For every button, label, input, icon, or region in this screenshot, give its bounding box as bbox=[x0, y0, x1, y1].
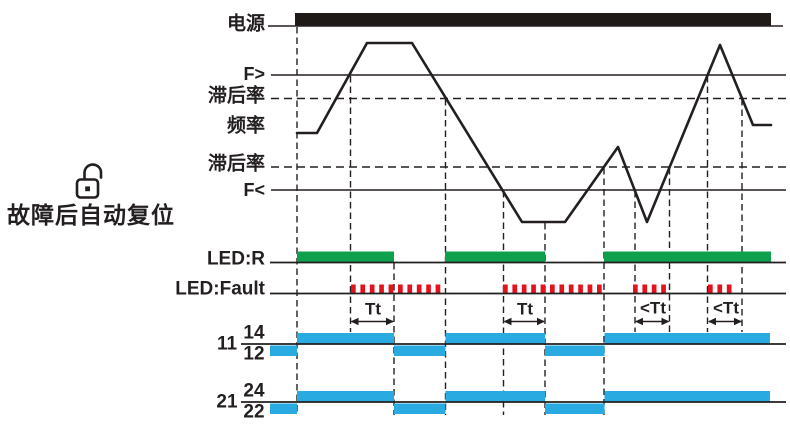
led-fault-blink-tick bbox=[531, 284, 536, 294]
led-fault-blink-tick bbox=[726, 284, 732, 294]
label-tt-2: Tt bbox=[516, 299, 534, 319]
led-fault-blink-tick bbox=[503, 284, 508, 294]
label-led-fault: LED:Fault bbox=[175, 278, 265, 300]
led-r-on-bar bbox=[297, 251, 394, 263]
relay-closed-12-bar bbox=[394, 403, 446, 414]
led-fault-blink-tick bbox=[578, 284, 583, 294]
relay-closed-14-bar bbox=[297, 333, 394, 344]
label-hyst-lower: 滞后率 bbox=[207, 153, 265, 175]
tt-arrowhead-right bbox=[734, 317, 742, 326]
led-r-on-bar bbox=[445, 251, 545, 263]
caption-auto-reset-after-fault: 故障后自动复位 bbox=[7, 202, 175, 228]
led-fault-blink-tick bbox=[379, 284, 384, 294]
label-frequency: 频率 bbox=[226, 115, 265, 137]
label-f-under: F< bbox=[243, 180, 265, 200]
label-relay1-nc: 12 bbox=[243, 343, 265, 365]
led-fault-blink-tick bbox=[360, 284, 366, 294]
led-fault-blink-tick bbox=[633, 284, 638, 294]
led-fault-blink-tick bbox=[512, 284, 518, 294]
relay-closed-12-bar bbox=[545, 345, 605, 356]
label-relay2-no: 24 bbox=[243, 380, 265, 402]
led-fault-blink-tick bbox=[708, 284, 713, 294]
led-fault-blink-tick bbox=[559, 284, 565, 294]
tt-arrowhead-right bbox=[537, 317, 545, 326]
led-fault-blink-tick bbox=[351, 284, 356, 294]
relay-closed-12-bar bbox=[545, 403, 605, 414]
led-fault-blink-tick bbox=[568, 284, 574, 294]
led-fault-blink-tick bbox=[540, 284, 546, 294]
relay-closed-14-bar bbox=[297, 391, 394, 402]
relay-closed-14-bar bbox=[445, 333, 545, 344]
led-fault-blink-tick bbox=[651, 284, 657, 294]
label-power: 电源 bbox=[226, 13, 265, 35]
label-hyst-upper: 滞后率 bbox=[207, 85, 265, 107]
label-relay2-nc: 22 bbox=[243, 401, 265, 423]
frequency-waveform bbox=[295, 41, 773, 224]
led-fault-blink-tick bbox=[388, 284, 394, 294]
relay-closed-14-bar bbox=[604, 333, 770, 344]
led-fault-blink-tick bbox=[398, 284, 403, 294]
led-fault-blink-tick bbox=[597, 284, 602, 294]
label-relay1-no: 14 bbox=[243, 322, 265, 344]
label-lt-tt-1: <Tt bbox=[640, 298, 666, 318]
led-fault-blink-tick bbox=[717, 284, 723, 294]
label-relay1-common: 11 bbox=[216, 333, 238, 355]
relay-closed-14-bar bbox=[604, 391, 770, 402]
power-on-bar bbox=[295, 13, 771, 26]
led-fault-blink-tick bbox=[587, 284, 593, 294]
relay-closed-12-bar bbox=[394, 345, 446, 356]
tt-arrowhead-left bbox=[350, 317, 359, 326]
open-padlock-icon bbox=[75, 163, 103, 199]
led-fault-blink-tick bbox=[369, 284, 375, 294]
led-fault-blink-tick bbox=[416, 284, 422, 294]
led-r-on-bar bbox=[604, 251, 771, 263]
relay-closed-14-bar bbox=[445, 391, 545, 402]
tt-arrowhead-left bbox=[635, 317, 643, 326]
led-fault-blink-tick bbox=[426, 284, 431, 294]
led-fault-blink-tick bbox=[521, 284, 527, 294]
label-led-r: LED:R bbox=[206, 248, 265, 270]
led-fault-blink-tick bbox=[407, 284, 413, 294]
led-fault-blink-tick bbox=[435, 284, 441, 294]
label-lt-tt-2: <Tt bbox=[713, 298, 739, 318]
label-relay2-common: 21 bbox=[216, 391, 238, 413]
tt-arrowhead-left bbox=[708, 317, 716, 326]
led-fault-blink-tick bbox=[661, 284, 666, 294]
label-f-over: F> bbox=[243, 64, 265, 84]
tt-arrowhead-right bbox=[386, 317, 394, 326]
label-tt-1: Tt bbox=[364, 299, 382, 319]
tt-arrowhead-left bbox=[503, 317, 512, 326]
led-fault-blink-tick bbox=[642, 284, 648, 294]
relay-closed-12-bar bbox=[270, 403, 297, 414]
tt-arrowhead-right bbox=[661, 317, 670, 326]
led-fault-blink-tick bbox=[550, 284, 555, 294]
relay-closed-12-bar bbox=[270, 345, 297, 356]
